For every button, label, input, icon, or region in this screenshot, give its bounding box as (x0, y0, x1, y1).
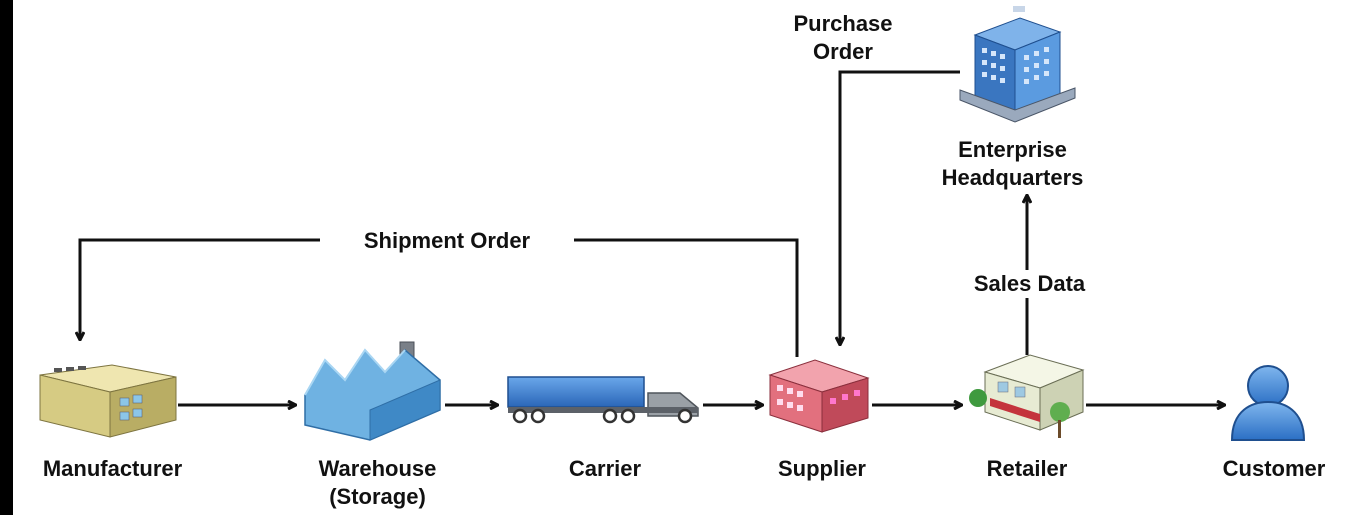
sales-data-label: Sales Data (940, 270, 1119, 298)
headquarters-label: Enterprise Headquarters (920, 136, 1105, 191)
arrow-shipment-order (80, 238, 799, 357)
shipment-order-label: Shipment Order (320, 227, 574, 255)
manufacturer-label: Manufacturer (42, 456, 183, 481)
retailer-label: Retailer (986, 456, 1068, 481)
skyscraper-icon (959, 6, 1076, 123)
purchase-order-label-line1: Purchase (793, 11, 893, 36)
arrow-purchase-order (840, 70, 960, 345)
warehouse-icon (304, 341, 441, 441)
factory-building-icon (39, 364, 177, 438)
warehouse-label-line2: (Storage) (329, 483, 426, 509)
office-building-icon (768, 359, 870, 433)
person-icon (1230, 365, 1306, 441)
purchase-order-label-line2: Order (813, 38, 873, 64)
truck-icon (507, 376, 699, 424)
warehouse-label: Warehouse (Storage) (285, 455, 470, 510)
customer-label: Customer (1222, 456, 1326, 481)
headquarters-label-line1: Enterprise (958, 137, 1067, 162)
carrier-label: Carrier (568, 456, 642, 481)
retail-store-icon (969, 354, 1085, 438)
warehouse-label-line1: Warehouse (318, 456, 437, 481)
supplier-label: Supplier (777, 456, 866, 481)
flow-arrows (80, 70, 1225, 405)
purchase-order-label: Purchase Order (778, 10, 908, 65)
headquarters-label-line2: Headquarters (941, 164, 1084, 190)
left-edge-bar (0, 0, 13, 515)
